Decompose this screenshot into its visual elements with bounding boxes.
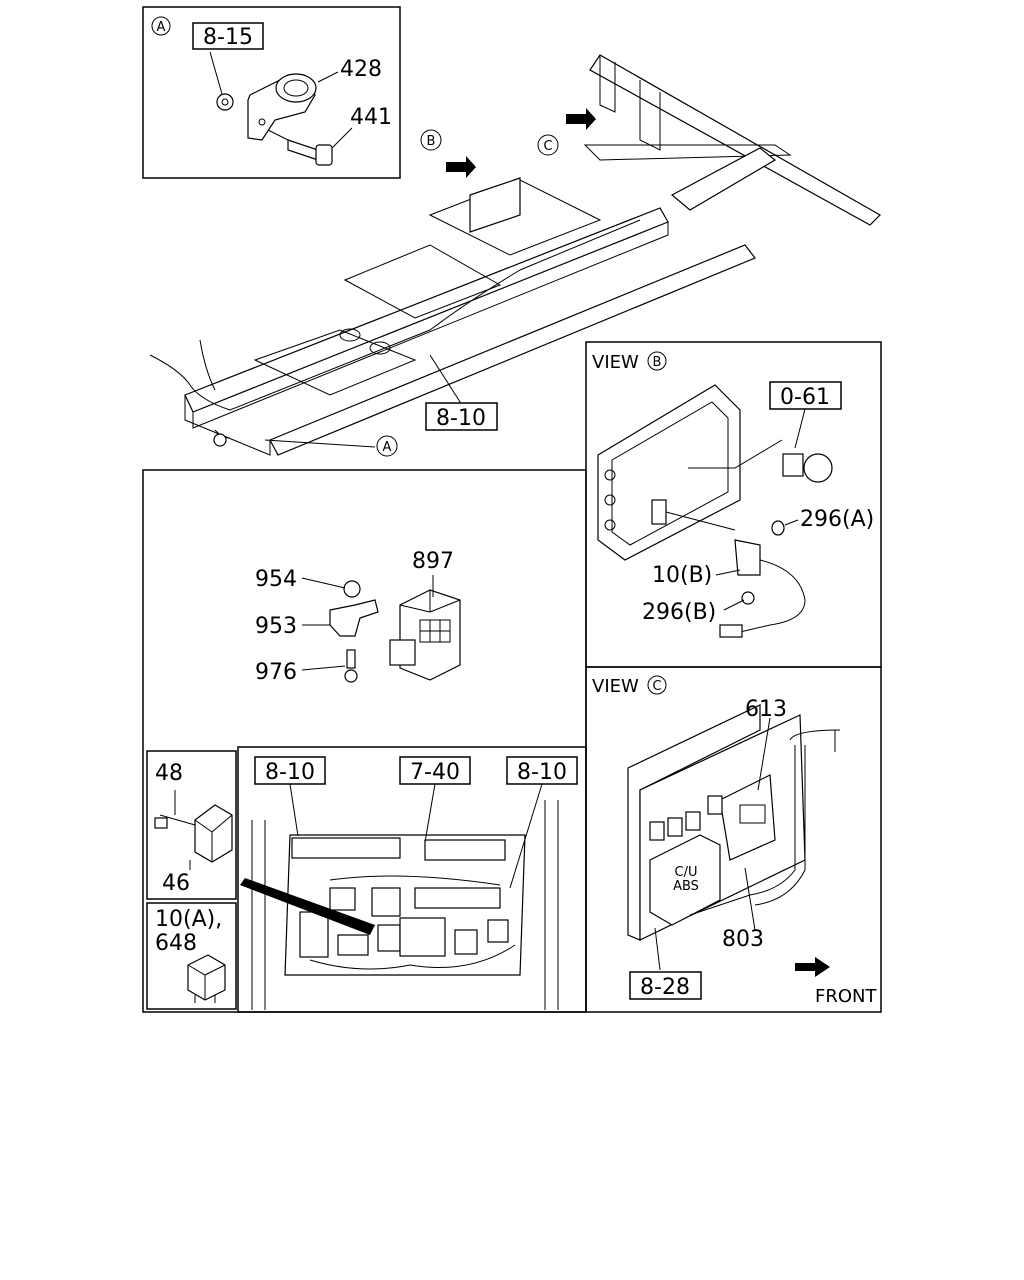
view-b-illustration [597,384,833,638]
ref-8-10-left: 8-10 [265,760,315,785]
view-c-circle [647,675,667,695]
ref-box-8-10-right[interactable] [506,756,578,785]
part-46: 46 [162,871,190,896]
ref-box-8-10-chassis[interactable] [425,402,498,431]
ref-8-15: 8-15 [203,25,253,50]
ref-box-8-15[interactable] [192,22,264,50]
clamp-428 [209,51,317,141]
part-296b: 296(B) [642,600,716,625]
detail-a-ref: A [383,440,392,455]
front-label: FRONT [815,986,877,1007]
fuse-block-center [424,839,506,861]
ref-8-10-chassis: 8-10 [436,406,486,431]
part-10a: 10(A), [155,907,222,932]
part-613-module [719,774,776,861]
cu-abs-unit [649,834,721,926]
detail-a-label: A [157,20,166,35]
view-c-panel [585,666,882,1013]
detail-a-ref-circle [376,435,398,457]
fuse-block-lower [414,887,501,909]
ref-box-8-28[interactable] [629,971,702,1000]
view-b-title: VIEW [592,352,639,373]
chassis-frame [149,54,881,456]
view-c-circle-label: C [652,679,661,694]
control-unit-897 [389,575,461,681]
part-613: 613 [745,697,787,722]
fuse-block-left [291,837,401,859]
relay-46-inset [146,750,237,900]
pointer-arrow-icon [240,878,375,935]
part-648: 648 [155,931,197,956]
abs-label: ABS [673,879,699,894]
part-296a: 296(A) [800,507,874,532]
ref-box-8-10-left[interactable] [254,756,326,785]
part-48: 48 [155,761,183,786]
front-arrow-icon [795,957,830,977]
view-c-illustration [627,704,841,977]
relay-46 [154,790,233,870]
view-c-arrow-icon [566,108,596,130]
view-b-marker-circle [420,129,442,151]
view-b-circle-label: B [653,355,662,370]
part-10b: 10(B) [652,563,712,588]
view-c-title: VIEW [592,676,639,697]
nut-954-icon [343,580,361,598]
part-897: 897 [412,549,454,574]
relay-648 [187,954,226,1003]
bolt-441 [267,129,333,166]
relay-board [240,783,559,1010]
view-c-marker: C [543,139,552,154]
bolt-976-icon [344,669,358,683]
view-c-marker-circle [537,134,559,156]
bracket-953 [329,580,379,683]
part-428: 428 [340,57,382,82]
view-b-circle [647,351,667,371]
ref-0-61: 0-61 [780,385,830,410]
part-953: 953 [255,614,297,639]
detail-a-panel: A 8-15 428 441 [142,6,401,179]
view-b-marker: B [427,134,436,149]
part-441: 441 [350,105,392,130]
ref-8-10-right: 8-10 [517,760,567,785]
ref-box-0-61[interactable] [769,381,842,410]
ref-8-28: 8-28 [640,975,690,1000]
part-976: 976 [255,660,297,685]
ref-7-40: 7-40 [410,760,460,785]
cu-label: C/U [675,865,698,880]
relay-648-inset [146,902,237,1010]
nut-icon [216,93,234,111]
part-954: 954 [255,567,297,592]
detail-a-circle [151,16,171,36]
view-b-arrow-icon [446,156,476,178]
sensor-icon [803,453,833,483]
part-803: 803 [722,927,764,952]
